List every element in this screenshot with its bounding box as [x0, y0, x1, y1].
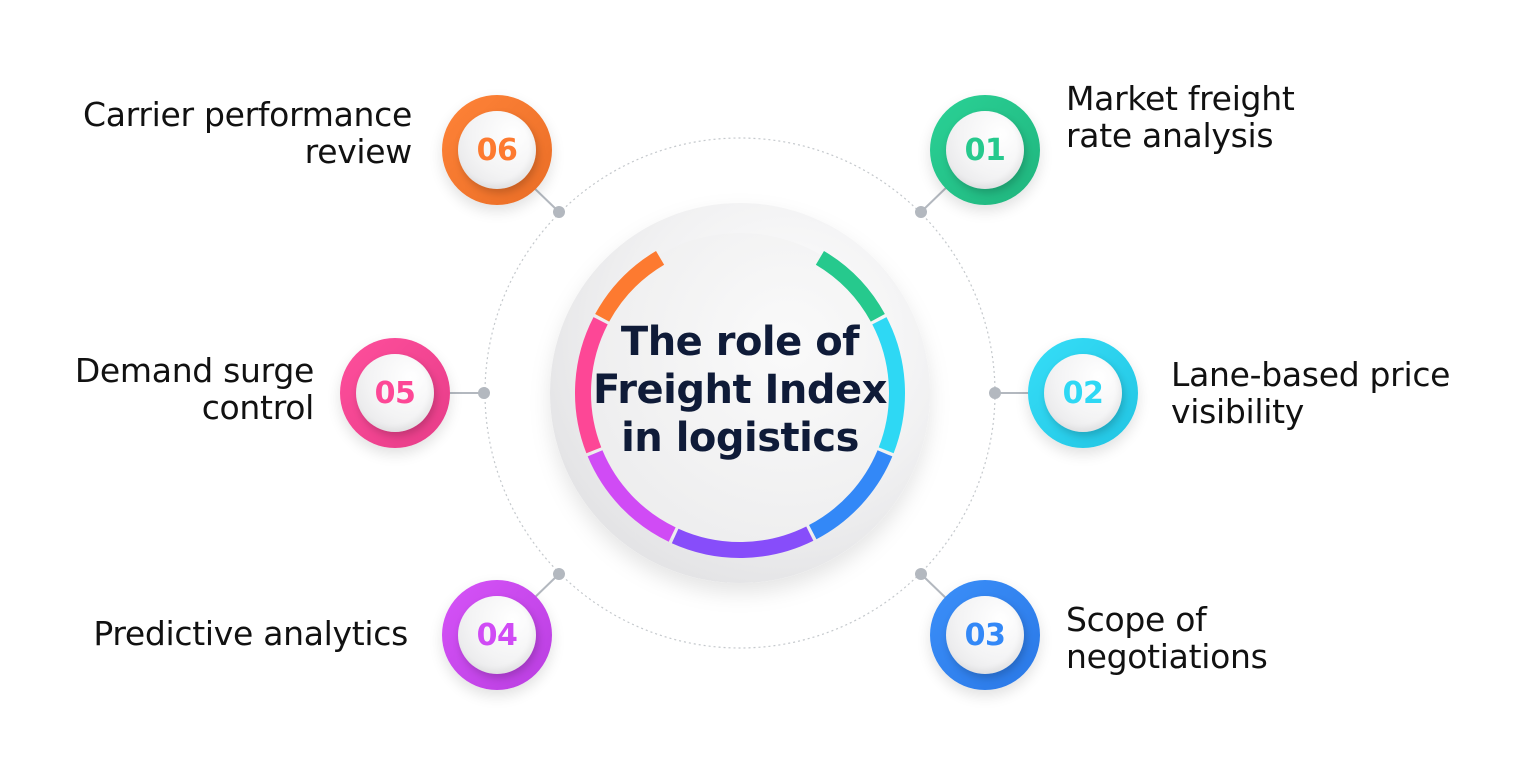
ring-segment — [595, 250, 665, 322]
ring-segment — [872, 317, 905, 454]
badge-number: 05 — [374, 375, 416, 411]
badge-02: 02 — [1028, 338, 1138, 448]
badge-number: 03 — [964, 617, 1006, 653]
ring-segment — [808, 450, 893, 540]
item-label-04: Predictive analytics — [93, 614, 408, 653]
badge-number: 06 — [476, 132, 518, 168]
badge-04: 04 — [442, 580, 552, 690]
ring-segment — [815, 250, 885, 322]
segmented-ring — [575, 250, 905, 558]
badge-number: 01 — [964, 132, 1006, 168]
diagram-title: The role of Freight Index in logistics — [560, 318, 920, 462]
item-label-02: Lane-based price visibility — [1171, 355, 1451, 431]
badge-01: 01 — [930, 95, 1040, 205]
item-label-03: Scope of negotiations — [1066, 600, 1268, 676]
item-label-06: Carrier performance review — [83, 95, 412, 171]
badge-06: 06 — [442, 95, 552, 205]
center-inner-disc — [580, 233, 900, 553]
ring-segment — [587, 450, 676, 542]
badge-number: 02 — [1062, 375, 1104, 411]
title-line-2: Freight Index — [593, 367, 887, 413]
ring-segment — [575, 317, 608, 454]
badge-05: 05 — [340, 338, 450, 448]
badge-03: 03 — [930, 580, 1040, 690]
title-line-1: The role of — [620, 319, 860, 365]
item-label-05: Demand surge control — [74, 351, 314, 427]
ring-segment — [671, 526, 814, 558]
item-label-01: Market freight rate analysis — [1066, 79, 1295, 155]
title-line-3: in logistics — [621, 415, 859, 461]
badge-number: 04 — [476, 617, 518, 653]
connector-dots — [478, 206, 1001, 580]
